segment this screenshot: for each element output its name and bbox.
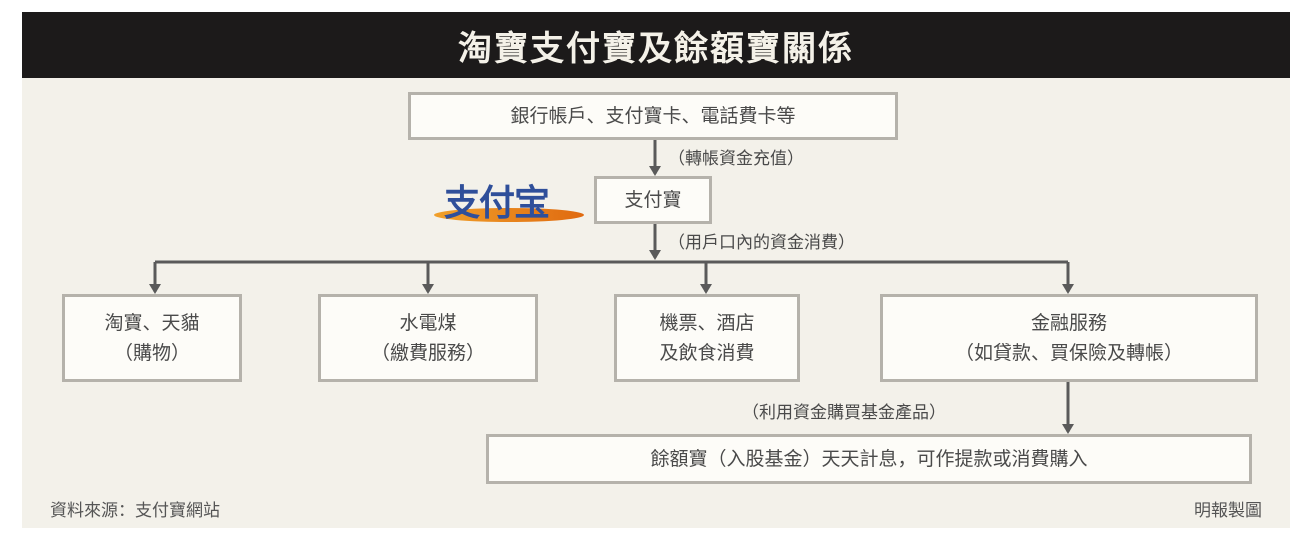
branch-box-shopping: 淘寶、天貓 （購物）: [62, 294, 242, 382]
branch-line2: （如貸款、買保險及轉帳）: [954, 342, 1183, 364]
logo-swoosh-icon: [434, 208, 584, 222]
diagram-title: 淘寶支付寶及餘額寶關係: [22, 12, 1290, 78]
branch-line2: 及飲食消費: [659, 342, 755, 364]
arrow-head: [1062, 284, 1074, 294]
yuebao-box: 餘額寶（入股基金）天天計息，可作提款或消費購入: [486, 434, 1252, 484]
branch-line1: 水電煤: [399, 311, 457, 334]
branch-line1: 金融服務: [1030, 311, 1107, 334]
branch-line2: （繳費服務）: [370, 342, 485, 364]
alipay-box: 支付寶: [594, 176, 712, 224]
arrow-head: [422, 284, 434, 294]
credit-note: 明報製圖: [1194, 501, 1262, 521]
arrow-head: [700, 284, 712, 294]
funding-sources-text: 銀行帳戶、支付寶卡、電話費卡等: [510, 104, 796, 127]
branch-box-utilities: 水電煤 （繳費服務）: [318, 294, 538, 382]
source-note: 資料來源：支付寶網站: [50, 501, 220, 521]
arrow-head: [649, 250, 661, 260]
alipay-logo: 支付宝: [434, 172, 584, 226]
branch-line1: 機票、酒店: [659, 311, 755, 334]
arrow-head: [1062, 424, 1074, 434]
yuebao-arrow-label: （利用資金購買基金產品）: [742, 403, 946, 423]
alipay-box-text: 支付寶: [624, 188, 682, 211]
funding-sources-box: 銀行帳戶、支付寶卡、電話費卡等: [408, 92, 898, 140]
arrow-head: [149, 284, 161, 294]
arrow-head: [649, 166, 661, 176]
branch-box-travel: 機票、酒店 及飲食消費: [614, 294, 800, 382]
logo-text: 支付宝: [444, 182, 550, 224]
yuebao-box-text: 餘額寶（入股基金）天天計息，可作提款或消費購入: [650, 447, 1088, 470]
mid-arrow-label: （用戶口內的資金消費）: [668, 233, 855, 253]
branch-line2: （購物）: [113, 342, 190, 364]
top-arrow-label: （轉帳資金充值）: [668, 149, 804, 169]
branch-box-finance: 金融服務 （如貸款、買保險及轉帳）: [880, 294, 1258, 382]
branch-line1: 淘寶、天貓: [104, 311, 200, 334]
